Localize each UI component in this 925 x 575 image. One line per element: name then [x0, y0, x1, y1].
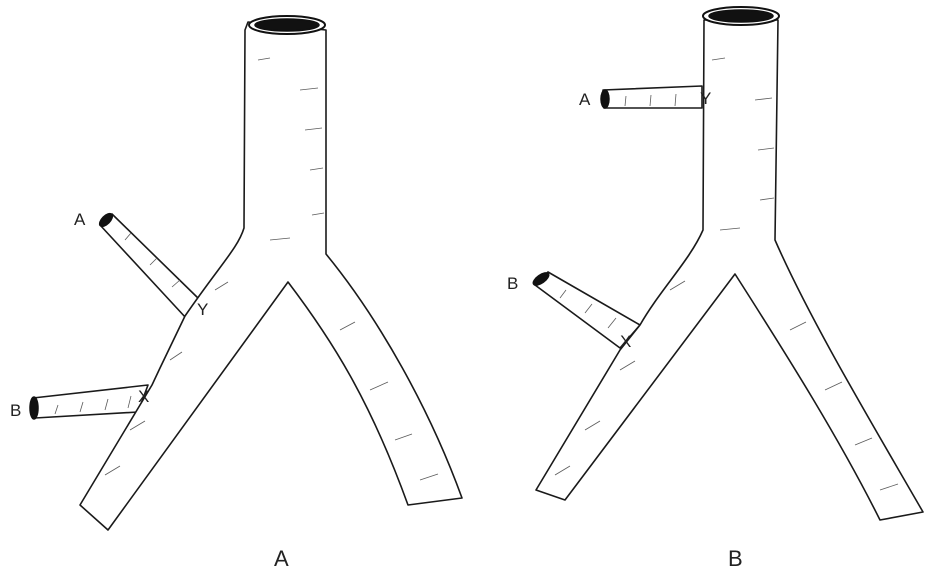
fig-b-branch-a-label: A	[579, 90, 591, 109]
fig-b-caption: B	[728, 546, 743, 571]
fig-a-main-trunk	[80, 16, 462, 530]
figure-a: A Y B X A	[10, 16, 462, 571]
fig-a-branch-b-vessel	[30, 385, 148, 419]
fig-a-branch-a-label: A	[74, 210, 86, 229]
fig-a-junction-x-label: X	[138, 387, 149, 406]
fig-b-branch-a-vessel	[601, 86, 702, 108]
fig-a-branch-a-vessel	[98, 212, 200, 318]
fig-a-junction-y-label: Y	[197, 300, 208, 319]
fig-a-caption: A	[274, 546, 289, 571]
figure-b: A Y B X B	[507, 7, 923, 571]
fig-b-branch-b-label: B	[507, 274, 518, 293]
fig-a-branch-b-label: B	[10, 401, 21, 420]
fig-b-junction-x-label: X	[620, 332, 631, 351]
fig-b-main-trunk	[536, 7, 923, 520]
fig-b-junction-y-label: Y	[700, 89, 711, 108]
